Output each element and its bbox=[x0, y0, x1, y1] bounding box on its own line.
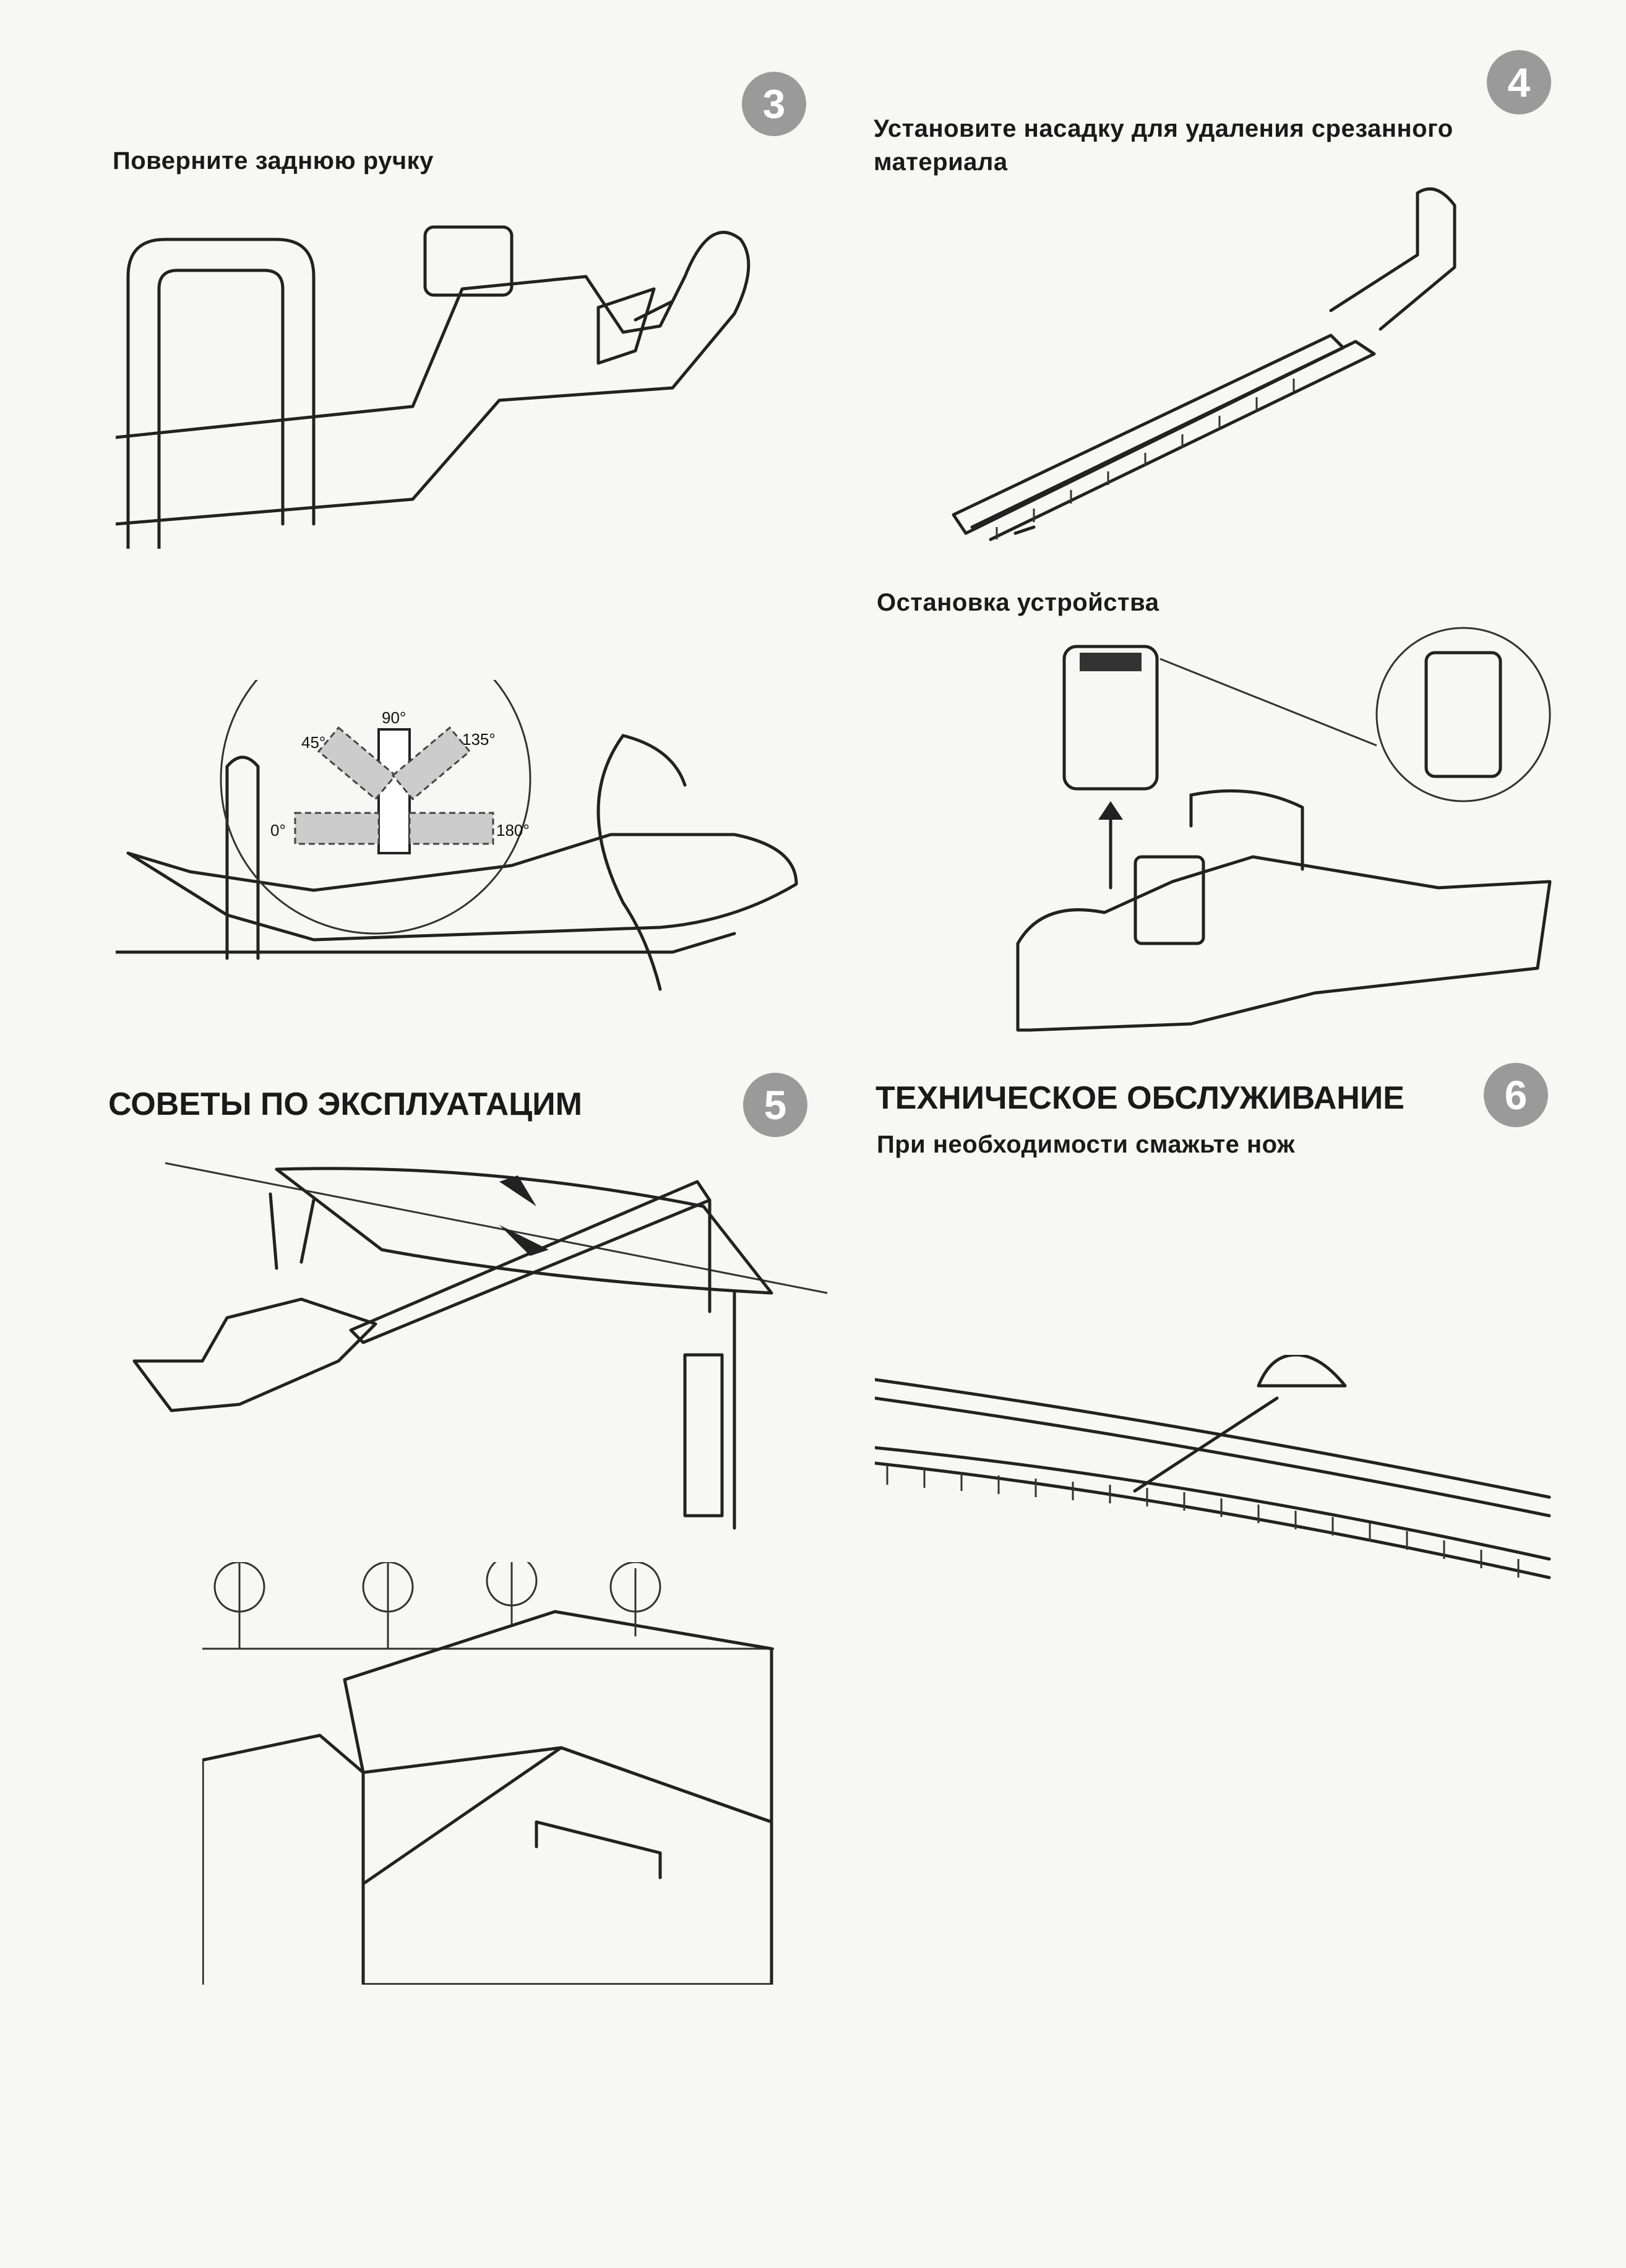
angle-45-label: 45° bbox=[301, 733, 325, 752]
handle-rotation-illustration: 0° 45° 90° 135° 180° bbox=[116, 680, 798, 991]
lubricate-blade-caption: При необходимости смажьте нож bbox=[877, 1131, 1295, 1158]
angle-diagram: 0° 45° 90° 135° 180° bbox=[270, 708, 530, 854]
debris-shield-illustration bbox=[952, 187, 1456, 541]
step-4-caption-line2: материала bbox=[874, 148, 1008, 176]
battery-removal-illustration bbox=[1016, 627, 1552, 1032]
step-6-badge: 6 bbox=[1484, 1063, 1548, 1127]
step-3-badge: 3 bbox=[742, 72, 806, 136]
step-4-badge: 4 bbox=[1487, 50, 1551, 114]
rear-handle-illustration bbox=[116, 225, 751, 549]
step-3-caption: Поверните заднюю ручку bbox=[113, 147, 434, 174]
maintenance-heading: ТЕХНИЧЕСКОЕ ОБСЛУЖИВАНИЕ bbox=[875, 1080, 1404, 1116]
step-5-badge: 5 bbox=[743, 1073, 807, 1137]
hedge-garden-illustration bbox=[202, 1562, 774, 1985]
stop-device-caption: Остановка устройства bbox=[877, 589, 1159, 616]
angle-0-label: 0° bbox=[270, 821, 286, 840]
angle-180-label: 180° bbox=[496, 821, 530, 840]
blade-lubrication-illustration bbox=[875, 1355, 1551, 1579]
angle-90-label: 90° bbox=[382, 708, 406, 727]
angle-135-label: 135° bbox=[462, 730, 496, 749]
step-4-caption-line1: Установите насадку для удаления срезанно… bbox=[874, 115, 1453, 142]
operating-tips-heading: СОВЕТЫ ПО ЭКСПЛУАТАЦИМ bbox=[108, 1086, 582, 1122]
hedge-trimming-illustration bbox=[132, 1162, 828, 1530]
